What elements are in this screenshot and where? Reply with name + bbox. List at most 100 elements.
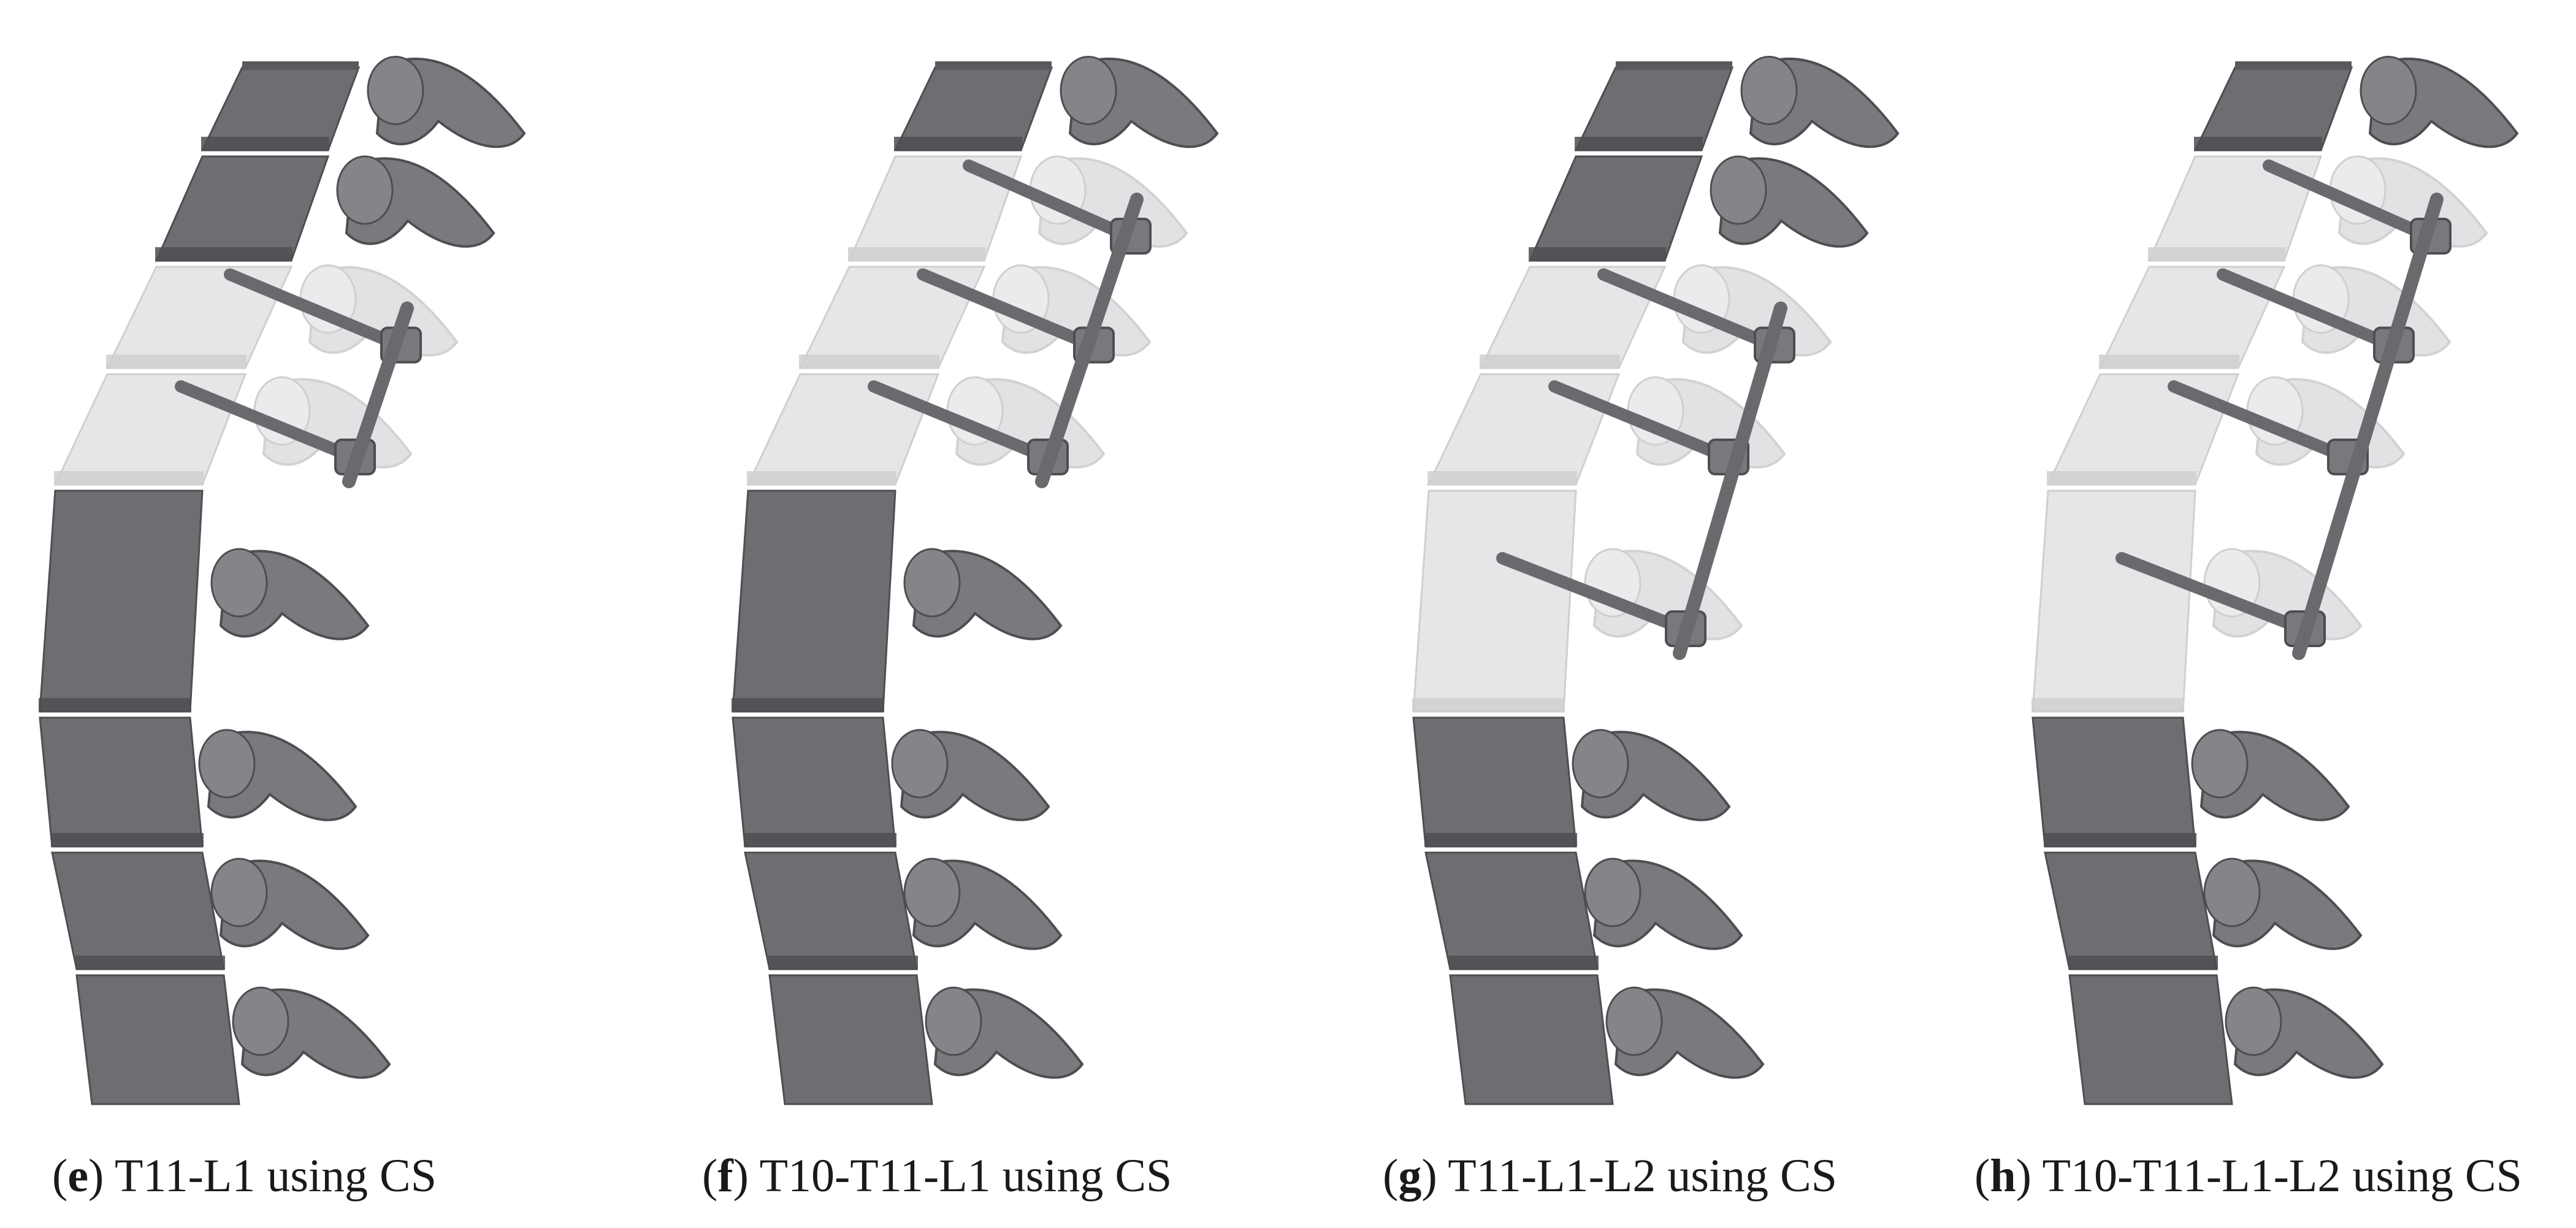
- facet-joint: [367, 56, 424, 125]
- connecting-rod: [1673, 301, 1787, 660]
- endplate-band: [732, 698, 884, 712]
- caption-f: (f) T10-T11-L1 using CS: [702, 1150, 1172, 1202]
- upper-endplate: [1616, 61, 1732, 70]
- endplate-band: [2044, 833, 2196, 846]
- pedicle-screw: [1597, 268, 1778, 351]
- upper-endplate: [2235, 61, 2352, 70]
- vertebral-body: [2044, 851, 2218, 970]
- endplate-band: [39, 698, 191, 712]
- vertebral-body: [1424, 851, 1599, 970]
- endplate-band: [1449, 956, 1599, 969]
- pedicle-screw: [2168, 380, 2352, 463]
- vertebral-body: [768, 974, 933, 1105]
- connecting-rod: [1035, 193, 1144, 488]
- vertebral-body: [1449, 974, 1614, 1105]
- spine-model: [2031, 56, 2519, 1105]
- vertebral-body: [744, 851, 918, 970]
- spine-model-h: [2031, 56, 2519, 1105]
- spine-model: [1412, 56, 1900, 1105]
- endplate-band: [1412, 698, 1565, 712]
- caption-text-h: T10-T11-L1-L2 using CS: [2042, 1150, 2522, 1202]
- endplate-band: [744, 833, 896, 846]
- endplate-band: [1529, 247, 1666, 261]
- endplate-band: [799, 355, 939, 368]
- pedicle-screw: [2115, 552, 2309, 635]
- endplate-band: [894, 137, 1022, 150]
- pedicle-screw: [2217, 268, 2398, 351]
- upper-endplate: [935, 61, 1052, 70]
- endplate-band: [1424, 833, 1577, 846]
- vertebral-body: [732, 716, 896, 848]
- panel-h: (h) T10-T11-L1-L2 using CS: [1974, 0, 2576, 1228]
- pedicle-screw: [963, 159, 1134, 242]
- facet-joint: [2191, 729, 2249, 799]
- fused-segment: [2046, 373, 2240, 486]
- endplate-band: [2047, 471, 2196, 485]
- endplate-band: [51, 833, 204, 846]
- facet-joint: [2203, 858, 2261, 927]
- facet-joint: [2225, 986, 2282, 1056]
- upper-endplate: [242, 61, 359, 70]
- spine-model: [39, 56, 526, 1105]
- facet-joint: [336, 155, 394, 225]
- panel-e: (e) T11-L1 using CS: [0, 0, 644, 1228]
- endplate-band: [2068, 956, 2218, 969]
- vertebral-body: [155, 155, 330, 262]
- vertebral-body: [2031, 716, 2196, 848]
- pedicle-screw: [175, 380, 359, 463]
- facet-joint: [1710, 155, 1767, 225]
- facet-joint: [1572, 729, 1629, 799]
- vertebral-body: [39, 489, 204, 713]
- endplate-band: [54, 471, 204, 485]
- spine-model-f: [732, 56, 1219, 1105]
- facet-joint: [925, 986, 982, 1056]
- vertebral-body: [39, 716, 204, 848]
- endplate-band: [1480, 355, 1620, 368]
- pedicle-screw: [1496, 552, 1689, 635]
- facet-joint: [903, 548, 961, 618]
- endplate-band: [768, 956, 918, 969]
- endplate-band: [747, 471, 896, 485]
- facet-joint: [198, 729, 256, 799]
- endplate-band: [155, 247, 292, 261]
- caption-text-g: T11-L1-L2 using CS: [1448, 1150, 1837, 1202]
- spine-model-g: [1412, 56, 1900, 1105]
- facet-joint: [1605, 986, 1663, 1056]
- vertebral-body: [75, 974, 240, 1105]
- pedicle-screw: [917, 268, 1098, 351]
- facet-joint: [1740, 56, 1798, 125]
- facet-joint: [1060, 56, 1117, 125]
- endplate-band: [106, 355, 247, 368]
- fused-segment: [1427, 373, 1621, 486]
- endplate-band: [848, 247, 985, 261]
- fused-segment: [1412, 489, 1577, 713]
- pedicle-screw: [224, 268, 405, 351]
- endplate-band: [2099, 355, 2239, 368]
- facet-joint: [210, 858, 268, 927]
- connecting-rod: [2292, 193, 2444, 660]
- endplate-band: [1575, 137, 1703, 150]
- endplate-band: [2031, 698, 2184, 712]
- panel-f: (f) T10-T11-L1 using CS: [693, 0, 1337, 1228]
- pedicle-screw: [1548, 380, 1732, 463]
- caption-g: (g) T11-L1-L2 using CS: [1383, 1150, 1837, 1202]
- vertebral-body: [732, 489, 896, 713]
- endplate-band: [1428, 471, 1577, 485]
- spine-model-e: [39, 56, 526, 1105]
- pedicle-screw: [2263, 159, 2434, 242]
- caption-h: (h) T10-T11-L1-L2 using CS: [1974, 1150, 2522, 1202]
- caption-letter-f: f: [717, 1150, 733, 1202]
- caption-letter-h: h: [1990, 1150, 2016, 1202]
- facet-joint: [2360, 56, 2417, 125]
- caption-text-f: T10-T11-L1 using CS: [759, 1150, 1172, 1202]
- facet-joint: [232, 986, 289, 1056]
- caption-letter-g: g: [1398, 1150, 1422, 1202]
- fused-segment: [746, 373, 940, 486]
- facet-joint: [1584, 858, 1642, 927]
- fused-segment: [2031, 489, 2196, 713]
- facet-joint: [903, 858, 961, 927]
- connecting-rod: [342, 301, 414, 488]
- endplate-band: [201, 137, 329, 150]
- caption-text-e: T11-L1 using CS: [114, 1150, 437, 1202]
